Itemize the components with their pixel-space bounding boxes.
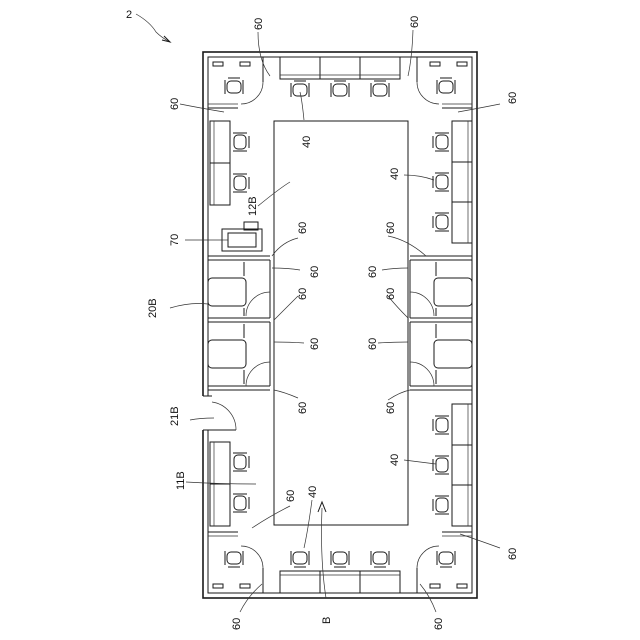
chair bbox=[433, 416, 449, 434]
chair bbox=[433, 173, 449, 191]
corner-partitions bbox=[208, 57, 472, 593]
label-60-mid-right-d: 60 bbox=[367, 338, 379, 350]
label-40-right-upper: 40 bbox=[389, 168, 401, 180]
chair bbox=[291, 81, 309, 97]
chair bbox=[233, 174, 249, 192]
label-60-top-left: 60 bbox=[253, 18, 265, 30]
chair bbox=[433, 456, 449, 474]
figure-ref-label: 2 bbox=[126, 9, 132, 21]
chair bbox=[437, 78, 455, 94]
entrance-door-21B bbox=[200, 396, 236, 430]
label-60-top-right: 60 bbox=[409, 16, 421, 28]
central-table bbox=[274, 121, 408, 525]
label-60-bottom-right: 60 bbox=[433, 618, 445, 630]
chair bbox=[433, 213, 449, 231]
label-60-right-lower: 60 bbox=[507, 548, 519, 560]
label-60-mid-right-c: 60 bbox=[385, 288, 397, 300]
chair bbox=[233, 133, 249, 151]
label-60-left-upper: 60 bbox=[169, 98, 181, 110]
label-60-mid-left-b: 60 bbox=[309, 266, 321, 278]
chair bbox=[331, 551, 349, 567]
right-lower-workstation bbox=[452, 404, 472, 526]
label-60-mid-left-a: 60 bbox=[297, 222, 309, 234]
label-40-bottom: 40 bbox=[307, 486, 319, 498]
label-70: 70 bbox=[169, 234, 181, 246]
chair bbox=[233, 494, 249, 512]
chair bbox=[225, 551, 243, 567]
chair bbox=[371, 81, 389, 97]
chair bbox=[233, 453, 249, 471]
chair bbox=[433, 133, 449, 151]
label-60-right-upper: 60 bbox=[507, 92, 519, 104]
label-60-bottom-left-upper: 60 bbox=[285, 490, 297, 502]
top-workstation bbox=[280, 57, 400, 79]
bottom-workstation bbox=[280, 571, 400, 593]
label-21B: 21B bbox=[169, 406, 181, 426]
label-20B: 20B bbox=[147, 298, 159, 318]
label-60-mid-left-e: 60 bbox=[297, 402, 309, 414]
label-11B: 11B bbox=[175, 471, 187, 490]
label-60-mid-right-a: 60 bbox=[385, 222, 397, 234]
chair bbox=[291, 551, 309, 567]
label-60-mid-left-c: 60 bbox=[297, 288, 309, 300]
middle-rooms-20B bbox=[208, 256, 472, 390]
equipment-unit-70 bbox=[222, 222, 262, 251]
chair bbox=[225, 78, 243, 94]
right-upper-workstation bbox=[452, 121, 472, 243]
figure-ref-arrowhead bbox=[162, 36, 170, 42]
label-60-mid-right-e: 60 bbox=[385, 402, 397, 414]
chair bbox=[433, 496, 449, 514]
chair bbox=[371, 551, 389, 567]
chair bbox=[331, 81, 349, 97]
chair bbox=[437, 551, 455, 567]
label-12B: 12B bbox=[247, 196, 259, 216]
label-60-mid-right-b: 60 bbox=[367, 266, 379, 278]
label-60-mid-left-d: 60 bbox=[309, 338, 321, 350]
label-40-right-lower: 40 bbox=[389, 454, 401, 466]
left-upper-workstation bbox=[210, 121, 230, 205]
label-60-bottom-left: 60 bbox=[231, 618, 243, 630]
figure-ref-leader bbox=[136, 14, 170, 42]
label-B: B bbox=[321, 617, 333, 624]
label-40-top: 40 bbox=[301, 136, 313, 148]
